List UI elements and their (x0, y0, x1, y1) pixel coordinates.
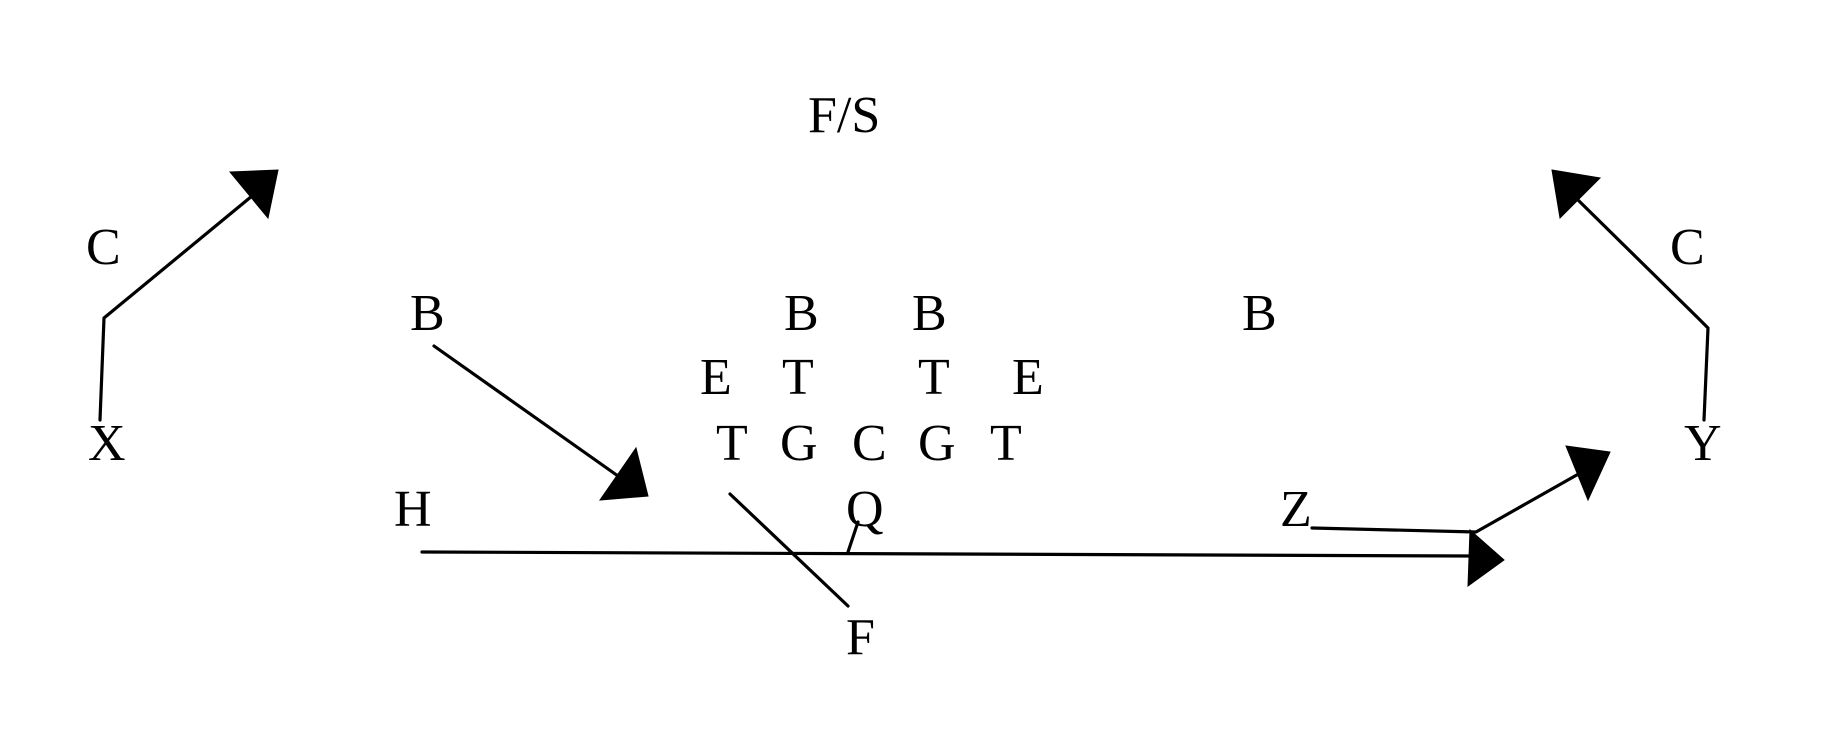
y-route-arrowhead (1551, 169, 1602, 220)
halfback-label: H (394, 481, 432, 538)
x-route-line (98, 194, 254, 422)
fullback-label: F (846, 609, 875, 666)
corner-right-label: C (1670, 219, 1705, 276)
guard-left-label: G (780, 415, 818, 472)
linebacker-mid-left-label: B (784, 285, 819, 342)
guard-right-label: G (918, 415, 956, 472)
tackle-right-label: T (990, 415, 1022, 472)
z-route-arrowhead (1565, 445, 1611, 502)
free-safety-label: F/S (808, 87, 880, 144)
x-route-arrowhead (228, 169, 279, 220)
linebacker-mid-right-label: B (912, 285, 947, 342)
y-route-line (1576, 198, 1710, 422)
defensive-end-left-label: E (700, 349, 732, 406)
linebacker-right-label: B (1242, 285, 1277, 342)
linebacker-blitz-line (432, 344, 620, 478)
quarterback-drop-line (846, 520, 860, 554)
fullback-route-line (728, 492, 850, 608)
flanker-z-label: Z (1280, 481, 1312, 538)
linebacker-blitz-arrowhead (598, 446, 649, 501)
tight-end-y-label: Y (1684, 415, 1722, 472)
center-label: C (852, 415, 887, 472)
tackle-left-label: T (716, 415, 748, 472)
quarterback-label: Q (846, 481, 884, 538)
defensive-tackle-left-label: T (782, 349, 814, 406)
z-route-line (1310, 470, 1584, 534)
defensive-tackle-right-label: T (918, 349, 950, 406)
split-end-x-label: X (88, 415, 126, 472)
defensive-end-right-label: E (1012, 349, 1044, 406)
corner-left-label: C (86, 219, 121, 276)
linebacker-left-label: B (410, 285, 445, 342)
h-motion-line (420, 550, 1474, 558)
h-motion-arrowhead (1467, 528, 1505, 588)
